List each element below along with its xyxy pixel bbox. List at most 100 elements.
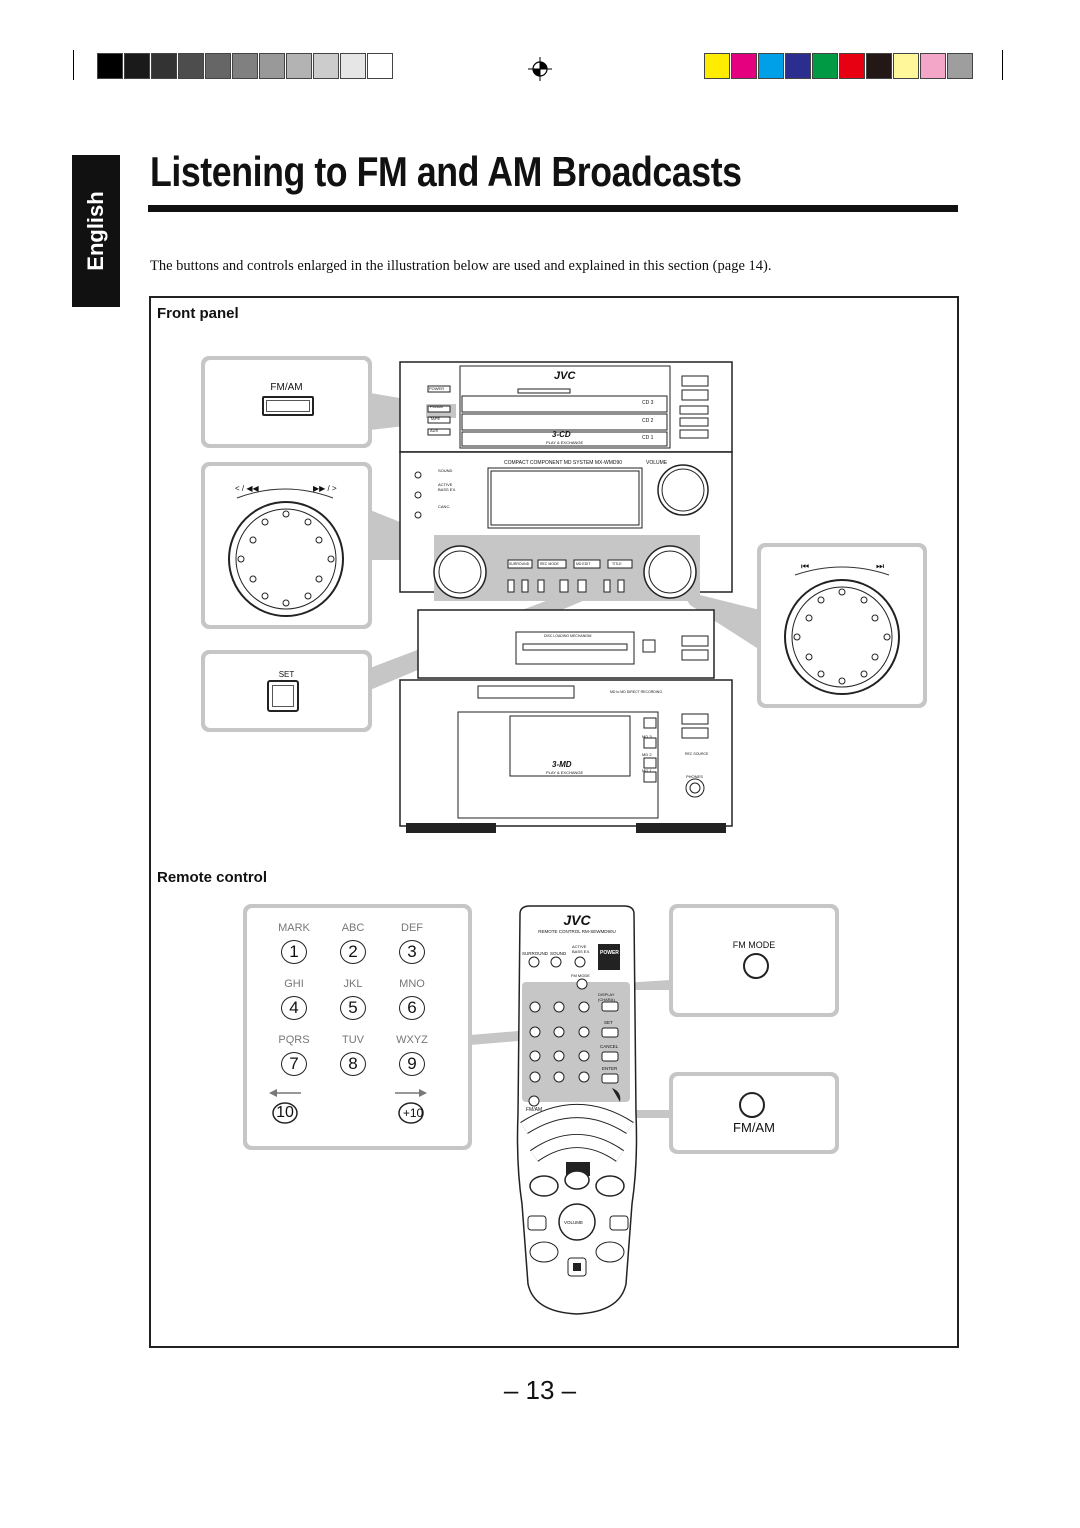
- color-swatch: [785, 53, 811, 79]
- remote-sound-label: SOUND: [550, 951, 567, 956]
- unit-surround-label: SURROUND: [509, 562, 530, 566]
- front-panel-heading: Front panel: [157, 305, 239, 322]
- registration-crosshair-icon: [528, 57, 552, 81]
- unit-phones-label: PHONES: [686, 774, 703, 779]
- keypad-letters: MARK: [278, 922, 310, 934]
- title-underline: [148, 205, 958, 212]
- remote-fmam-callout: FM/AM: [669, 1072, 839, 1154]
- keypad-key-8[interactable]: TUV 8: [336, 1034, 386, 1084]
- key-10[interactable]: 10: [269, 1089, 301, 1124]
- gray-swatch: [313, 53, 339, 79]
- remote-enter-label: ENTER: [602, 1066, 618, 1071]
- language-tab: English: [72, 155, 120, 307]
- keypad-digit: 3: [399, 940, 425, 964]
- keypad-key-4[interactable]: GHI 4: [277, 978, 327, 1028]
- unit-md-direct-label: MD to MD DIRECT RECORDING: [610, 690, 663, 694]
- remote-fmam-label: FM/AM: [526, 1107, 543, 1113]
- unit-bass-label: ACTIVE BASS EX.: [438, 482, 457, 492]
- gray-swatch: [286, 53, 312, 79]
- fmam-button[interactable]: [262, 396, 314, 416]
- unit-rec-source-label: REC SOURCE: [685, 752, 709, 756]
- keypad-letters: ABC: [341, 922, 365, 934]
- remote-volume-label: VOLUME: [564, 1220, 584, 1225]
- keypad-key-2[interactable]: ABC 2: [336, 922, 386, 972]
- keypad-letters: PQRS: [278, 1034, 310, 1046]
- dial-down-label: < / ◀◀: [235, 484, 259, 493]
- fm-mode-callout: FM MODE: [669, 904, 839, 1017]
- gray-swatch: [151, 53, 177, 79]
- unit-cd3-label: CD 3: [642, 400, 654, 406]
- skip-forward-icon: ⏭: [876, 561, 885, 571]
- color-swatch: [758, 53, 784, 79]
- keypad-letters: TUV: [342, 1034, 364, 1046]
- color-swatch: [839, 53, 865, 79]
- multi-control-dial-left[interactable]: [205, 466, 368, 625]
- keypad-letters: WXYZ: [396, 1034, 428, 1046]
- keypad-letters: GHI: [284, 978, 304, 990]
- unit-md-loading-label: DISC LOADING MECHANISM: [544, 634, 592, 638]
- unit-md3-label: MD 3: [642, 734, 652, 739]
- keypad-key-5[interactable]: JKL 5: [336, 978, 386, 1028]
- unit-volume-label: VOLUME: [646, 460, 668, 466]
- remote-cancel-label: CANCEL: [600, 1044, 619, 1049]
- set-button[interactable]: [267, 680, 299, 712]
- fm-mode-button[interactable]: [743, 953, 769, 979]
- keypad-letters: DEF: [401, 922, 423, 934]
- unit-play-exchange-md: PLAY & EXCHANGE: [546, 770, 584, 775]
- remote-bass-label: ACTIVE BASS EX.: [572, 944, 591, 954]
- unit-tape-label: TAPE: [430, 416, 441, 421]
- keypad-digit: 9: [399, 1052, 425, 1076]
- unit-recmode-label: REC MODE: [540, 562, 559, 566]
- unit-cd1-label: CD 1: [642, 435, 654, 441]
- keypad-digit: 2: [340, 940, 366, 964]
- unit-play-exchange-cd: PLAY & EXCHANGE: [546, 440, 584, 445]
- unit-system-name: COMPACT COMPONENT MD SYSTEM MX-WMD90: [504, 460, 623, 466]
- gray-swatch: [259, 53, 285, 79]
- remote-model-label: REMOTE CONTROL RM-SEWMD90U: [538, 929, 616, 934]
- gray-swatch: [340, 53, 366, 79]
- gray-registration-bar: [97, 53, 394, 79]
- remote-illustration: JVC REMOTE CONTROL RM-SEWMD90U SURROUND …: [514, 904, 640, 1316]
- fm-mode-callout-label: FM MODE: [732, 940, 776, 950]
- remote-fmam-button[interactable]: [739, 1092, 765, 1118]
- page-title: Listening to FM and AM Broadcasts: [150, 148, 742, 195]
- gray-swatch: [205, 53, 231, 79]
- unit-3md-logo: 3-MD: [552, 760, 572, 769]
- unit-md1-label: MD 1: [642, 768, 652, 773]
- unit-cd2-label: CD 2: [642, 418, 654, 424]
- key-plus10[interactable]: +10: [391, 1089, 431, 1124]
- color-swatch: [731, 53, 757, 79]
- keypad-key-9[interactable]: WXYZ 9: [395, 1034, 445, 1084]
- keypad-letters: JKL: [343, 978, 363, 990]
- fmam-callout: FM/AM: [201, 356, 372, 448]
- keypad-digit: 4: [281, 996, 307, 1020]
- remote-set-label: SET: [604, 1020, 613, 1025]
- unit-canc-label: CANC.: [438, 504, 451, 509]
- keypad-digit: 5: [340, 996, 366, 1020]
- unit-fmam-label: FM/AM: [430, 404, 443, 409]
- unit-title-label: TITLE: [612, 562, 622, 566]
- unit-mdedit-label: MD EDIT: [576, 562, 591, 566]
- keypad-key-3[interactable]: DEF 3: [395, 922, 445, 972]
- remote-power-label: POWER: [600, 950, 619, 956]
- gray-swatch: [97, 53, 123, 79]
- remote-brand-logo: JVC: [563, 912, 591, 928]
- unit-md2-label: MD 2: [642, 752, 652, 757]
- multi-control-dial-right[interactable]: [761, 547, 923, 704]
- unit-sound-label: SOUND: [438, 468, 453, 473]
- unit-power-label: POWER: [429, 386, 445, 391]
- key-plus10-label: +10: [402, 1106, 424, 1120]
- color-swatch: [893, 53, 919, 79]
- remote-fm-mode-label: FM MODE: [571, 973, 590, 978]
- color-swatch: [947, 53, 973, 79]
- keypad-digit: 8: [340, 1052, 366, 1076]
- gray-swatch: [367, 53, 393, 79]
- keypad-key-7[interactable]: PQRS 7: [277, 1034, 327, 1084]
- skip-back-icon: ⏮: [801, 561, 810, 571]
- keypad-digit: 7: [281, 1052, 307, 1076]
- keypad-letters: MNO: [399, 978, 425, 990]
- gray-swatch: [124, 53, 150, 79]
